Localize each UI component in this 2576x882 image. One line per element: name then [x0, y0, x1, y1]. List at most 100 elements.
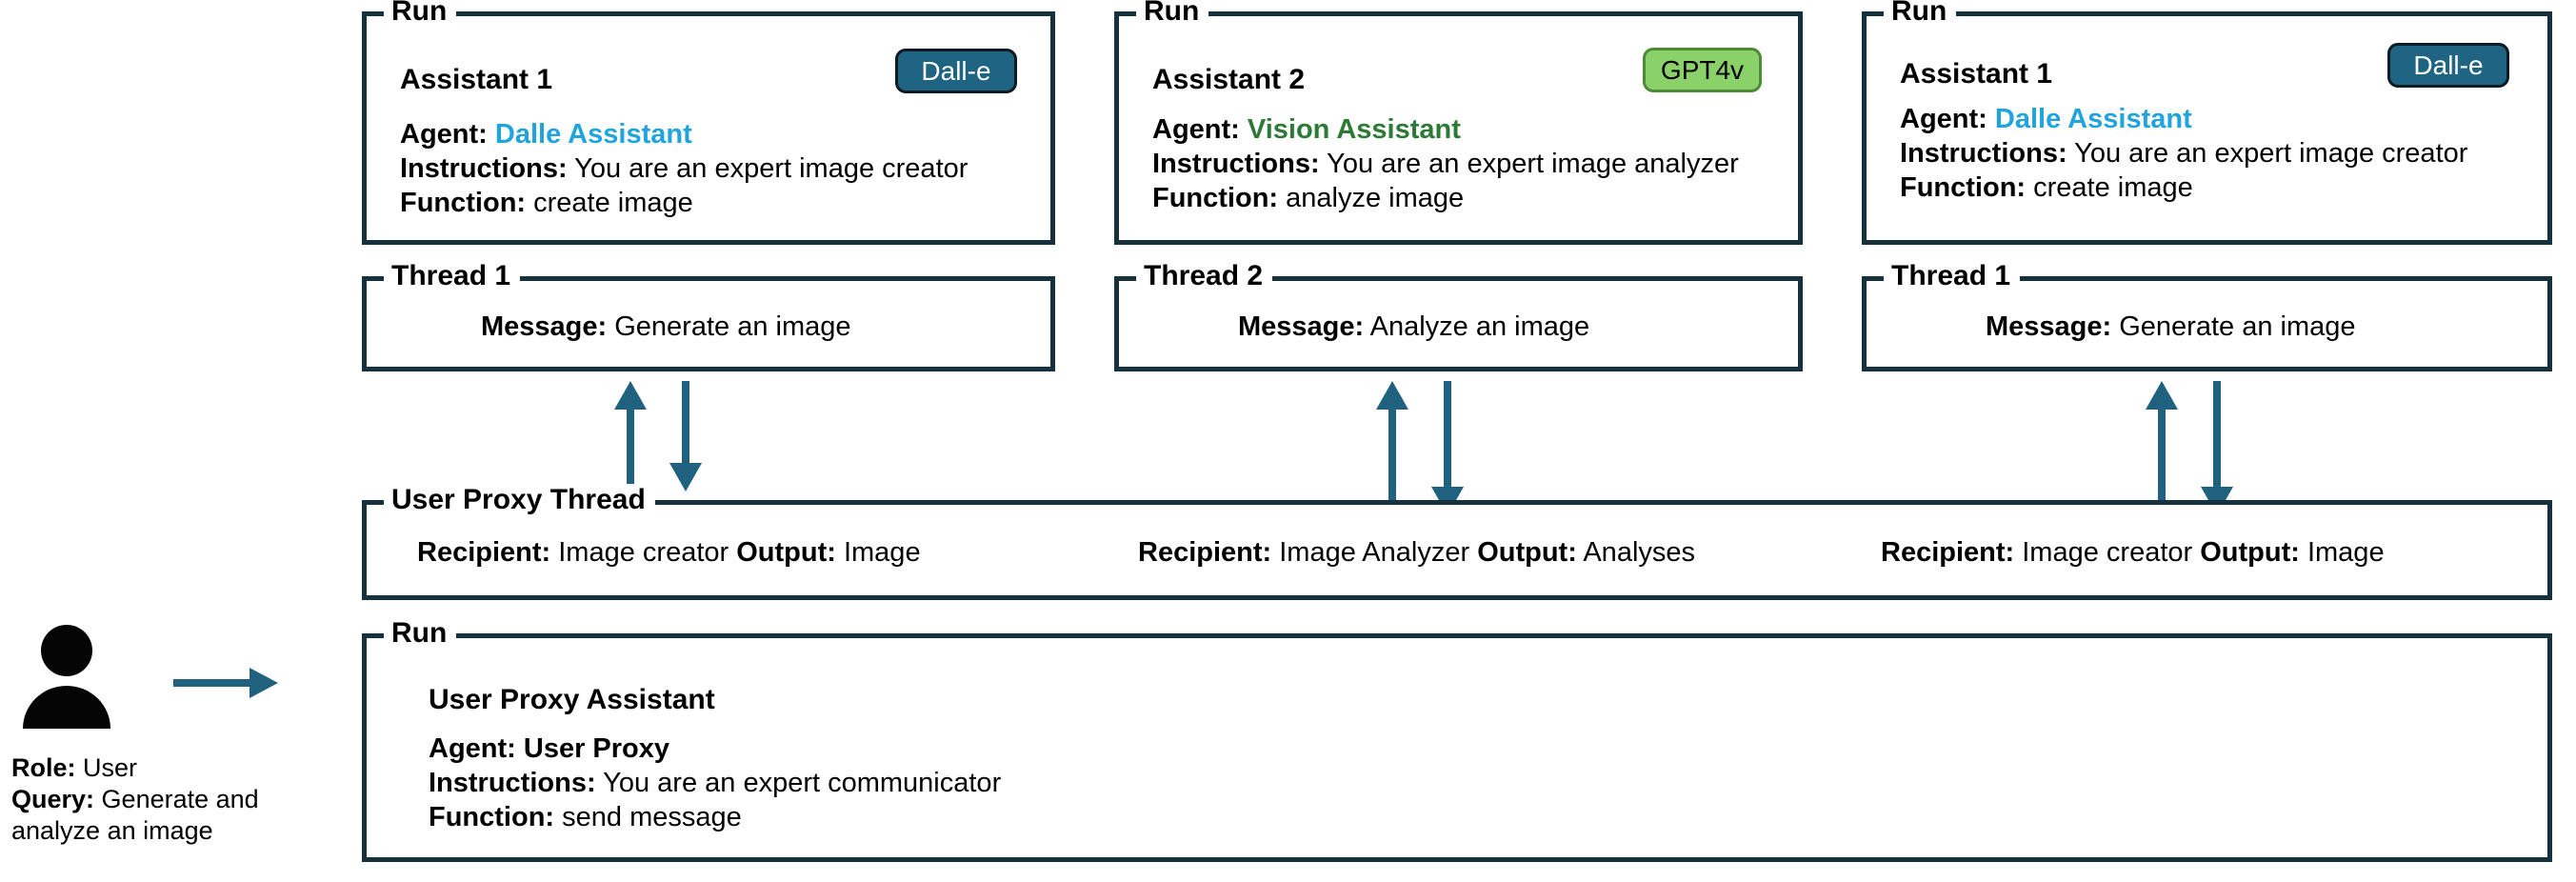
- thread-box-2: Thread 2 Message: Analyze an image: [1114, 260, 1803, 371]
- message-value: Analyze an image: [1369, 311, 1590, 342]
- user-proxy-run-box: Run User Proxy Assistant Agent: User Pro…: [362, 617, 2552, 862]
- arrow-right-icon-user: [173, 668, 278, 698]
- run-box-2-instructions: Instructions: You are an expert image an…: [1152, 147, 1739, 181]
- run-box-3-agent: Agent: Dalle Assistant: [1900, 102, 2192, 136]
- instructions-value: You are an expert image creator: [2074, 138, 2468, 169]
- recipient-value: Image Analyzer: [1279, 537, 1470, 568]
- output-value: Image: [2306, 537, 2385, 568]
- output-label: Output:: [2200, 537, 2300, 568]
- run-box-2-function: Function: analyze image: [1152, 181, 1464, 215]
- query-value: Generate and analyze an image: [11, 785, 259, 845]
- arrow-up-icon-3: [2146, 381, 2178, 515]
- recipient-value: Image creator: [558, 537, 729, 568]
- agent-value: Vision Assistant: [1247, 114, 1461, 145]
- run-box-1-legend: Run: [384, 0, 457, 28]
- arrow-up-icon-1: [614, 381, 647, 491]
- instructions-value: You are an expert communicator: [603, 768, 1002, 798]
- role-label: Role:: [11, 753, 76, 782]
- query-label: Query:: [11, 785, 95, 813]
- run-box-2-agent: Agent: Vision Assistant: [1152, 112, 1461, 147]
- user-query-line: Query: Generate and analyze an image: [11, 784, 297, 847]
- function-label: Function:: [1900, 172, 2027, 203]
- person-icon: [23, 625, 110, 729]
- arrow-pair-column-3: [2146, 381, 2233, 515]
- function-value: send message: [562, 802, 742, 832]
- function-label: Function:: [400, 188, 527, 218]
- agent-value: Dalle Assistant: [494, 119, 692, 150]
- user-proxy-thread-box: User Proxy Thread Recipient: Image creat…: [362, 484, 2552, 600]
- run-box-2: Run GPT4v Assistant 2 Agent: Vision Assi…: [1114, 0, 1803, 245]
- thread-box-1: Thread 1 Message: Generate an image: [362, 260, 1055, 371]
- function-value: analyze image: [1286, 183, 1465, 213]
- arrow-down-icon-1: [669, 381, 702, 491]
- run-box-1: Run Dall-e Assistant 1 Agent: Dalle Assi…: [362, 0, 1055, 245]
- user-proxy-entry-1: Recipient: Image creator Output: Image: [417, 537, 921, 569]
- run-box-1-agent: Agent: Dalle Assistant: [400, 117, 692, 151]
- arrow-pair-column-1: [614, 381, 702, 491]
- user-proxy-run-agent: Agent: User Proxy: [429, 732, 669, 766]
- output-label: Output:: [1477, 537, 1577, 568]
- thread-box-2-legend: Thread 2: [1136, 260, 1273, 292]
- user-role-line: Role: User: [11, 752, 297, 784]
- function-label: Function:: [429, 802, 555, 832]
- user-proxy-entry-3: Recipient: Image creator Output: Image: [1881, 537, 2385, 569]
- role-value: User: [83, 753, 138, 782]
- user-proxy-run-instructions: Instructions: You are an expert communic…: [429, 766, 1001, 800]
- thread-box-3-legend: Thread 1: [1884, 260, 2021, 292]
- run-box-3-title: Assistant 1: [1900, 58, 2053, 90]
- model-badge-dalle-1[interactable]: Dall-e: [895, 49, 1017, 93]
- arrow-down-icon-3: [2201, 381, 2233, 515]
- thread-box-1-legend: Thread 1: [384, 260, 521, 292]
- output-value: Analyses: [1583, 537, 1696, 568]
- thread-box-2-message: Message: Analyze an image: [1238, 311, 1589, 343]
- instructions-label: Instructions:: [400, 153, 568, 184]
- output-value: Image: [843, 537, 921, 568]
- run-box-1-instructions: Instructions: You are an expert image cr…: [400, 151, 968, 186]
- agent-value: Dalle Assistant: [1994, 104, 2192, 134]
- user-proxy-run-legend: Run: [384, 617, 457, 650]
- message-value: Generate an image: [614, 311, 851, 342]
- function-label: Function:: [1152, 183, 1279, 213]
- run-box-3-legend: Run: [1884, 0, 1957, 28]
- user-proxy-run-title: User Proxy Assistant: [429, 684, 715, 715]
- run-box-2-legend: Run: [1136, 0, 1209, 28]
- run-box-1-function: Function: create image: [400, 186, 693, 220]
- user-proxy-entry-2: Recipient: Image Analyzer Output: Analys…: [1138, 537, 1695, 569]
- arrow-pair-column-2: [1376, 381, 1464, 515]
- user-proxy-run-function: Function: send message: [429, 800, 742, 834]
- function-value: create image: [2033, 172, 2193, 203]
- instructions-label: Instructions:: [1152, 149, 1320, 179]
- recipient-label: Recipient:: [1138, 537, 1272, 568]
- message-label: Message:: [1986, 311, 2112, 342]
- output-label: Output:: [736, 537, 836, 568]
- instructions-label: Instructions:: [1900, 138, 2067, 169]
- arrow-down-icon-2: [1431, 381, 1464, 515]
- message-label: Message:: [481, 311, 608, 342]
- arrow-up-icon-2: [1376, 381, 1408, 515]
- agent-value: User Proxy: [523, 733, 670, 764]
- model-badge-dalle-2[interactable]: Dall-e: [2387, 43, 2509, 88]
- agent-label: Agent:: [429, 733, 516, 764]
- thread-box-3: Thread 1 Message: Generate an image: [1862, 260, 2552, 371]
- recipient-label: Recipient:: [1881, 537, 2015, 568]
- run-box-3: Run Dall-e Assistant 1 Agent: Dalle Assi…: [1862, 0, 2552, 245]
- run-box-3-instructions: Instructions: You are an expert image cr…: [1900, 136, 2467, 170]
- user-proxy-thread-legend: User Proxy Thread: [384, 484, 655, 516]
- instructions-value: You are an expert image analyzer: [1327, 149, 1739, 179]
- run-box-1-title: Assistant 1: [400, 64, 553, 95]
- model-badge-gpt4v[interactable]: GPT4v: [1643, 48, 1762, 92]
- run-box-2-title: Assistant 2: [1152, 64, 1306, 95]
- message-label: Message:: [1238, 311, 1365, 342]
- message-value: Generate an image: [2119, 311, 2356, 342]
- run-box-3-function: Function: create image: [1900, 170, 2193, 205]
- function-value: create image: [533, 188, 693, 218]
- agent-label: Agent:: [400, 119, 488, 150]
- user-role-query-block: Role: User Query: Generate and analyze a…: [11, 752, 297, 847]
- recipient-label: Recipient:: [417, 537, 551, 568]
- thread-box-3-message: Message: Generate an image: [1986, 311, 2356, 343]
- instructions-value: You are an expert image creator: [574, 153, 968, 184]
- instructions-label: Instructions:: [429, 768, 596, 798]
- agent-label: Agent:: [1900, 104, 1987, 134]
- recipient-value: Image creator: [2022, 537, 2193, 568]
- agent-label: Agent:: [1152, 114, 1240, 145]
